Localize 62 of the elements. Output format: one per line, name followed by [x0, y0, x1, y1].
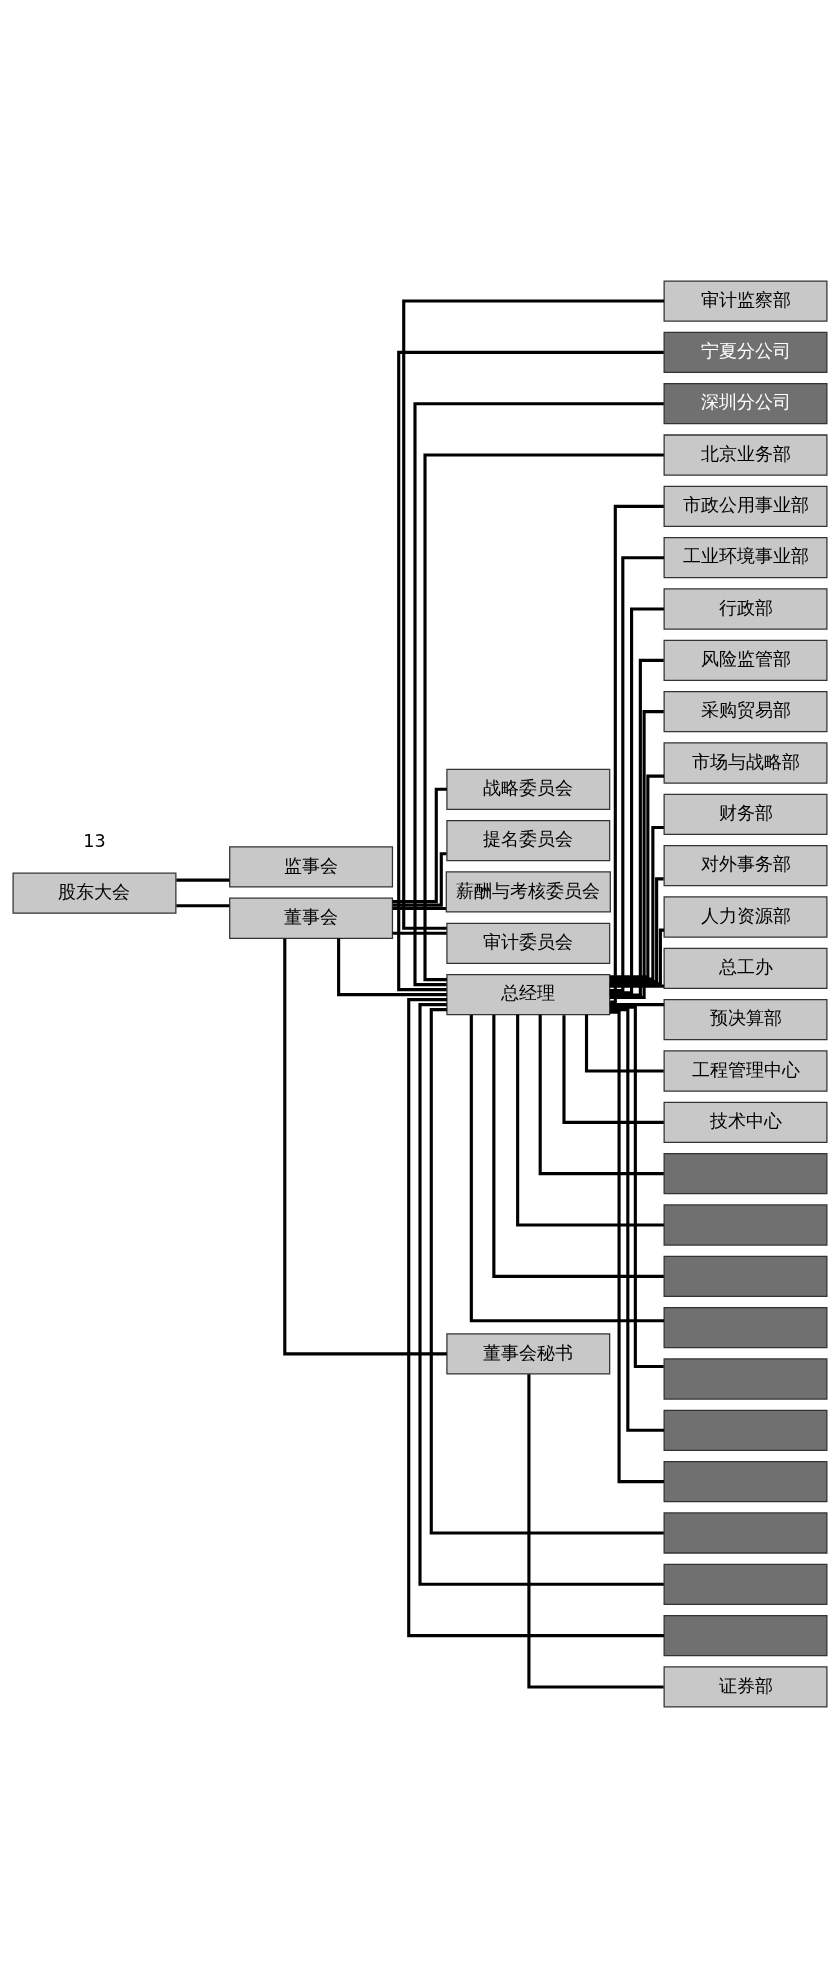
node-box: 证券部 — [663, 1666, 828, 1708]
connector — [609, 1003, 664, 1007]
node-box — [663, 1358, 828, 1400]
node-box: 总工办 — [663, 947, 828, 989]
connector — [176, 878, 230, 882]
connector — [609, 774, 664, 979]
node-box: 技术中心 — [663, 1101, 828, 1143]
connector — [469, 1015, 664, 1323]
connector — [402, 299, 665, 930]
node-box: 对外事务部 — [663, 845, 828, 887]
node-box: 财务部 — [663, 793, 828, 835]
label: 13 — [83, 830, 106, 851]
node-box: 人力资源部 — [663, 896, 828, 938]
node-box: 市政公用事业部 — [663, 485, 828, 527]
node-box — [663, 1255, 828, 1297]
connector — [538, 1014, 664, 1176]
connector — [283, 938, 447, 1356]
connector — [392, 787, 447, 904]
node-box: 工业环境事业部 — [663, 537, 828, 579]
node-box: 北京业务部 — [663, 434, 828, 476]
connector — [516, 1014, 664, 1227]
node-box: 审计监察部 — [663, 280, 828, 322]
connector — [492, 1014, 664, 1278]
node-box — [663, 1307, 828, 1349]
node-box — [663, 1409, 828, 1451]
connector — [609, 877, 664, 984]
node-box: 行政部 — [663, 588, 828, 630]
node-box: 采购贸易部 — [663, 691, 828, 733]
node-box — [663, 1563, 828, 1605]
connector — [562, 1015, 664, 1124]
connector — [337, 938, 447, 997]
node-box — [663, 1204, 828, 1246]
node-box: 股东大会 — [12, 872, 177, 914]
connector — [609, 1005, 664, 1369]
connector — [176, 904, 230, 908]
node-box: 战略委员会 — [446, 768, 611, 810]
node-box: 风险监管部 — [663, 639, 828, 681]
connector — [609, 984, 664, 988]
connector — [610, 825, 664, 981]
node-box: 董事会秘书 — [446, 1333, 611, 1375]
node-box — [663, 1461, 828, 1503]
node-box: 宁夏分公司 — [663, 331, 828, 374]
connector — [527, 1374, 664, 1689]
connector — [610, 710, 664, 999]
node-box: 深圳分公司 — [663, 383, 828, 425]
node-box: 总经理 — [446, 973, 611, 1016]
connector — [392, 852, 447, 907]
node-box: 监事会 — [229, 846, 394, 888]
node-box: 审计委员会 — [446, 922, 611, 964]
node-box — [663, 1153, 828, 1195]
connector — [392, 907, 446, 911]
node-box — [663, 1512, 828, 1554]
node-box: 工程管理中心 — [663, 1050, 828, 1092]
node-box: 市场与战略部 — [663, 742, 828, 784]
node-box: 薪酬与考核委员会 — [445, 871, 611, 913]
connector — [392, 931, 447, 935]
node-box: 预决算部 — [663, 999, 828, 1041]
connector — [609, 928, 665, 986]
connector — [584, 1014, 664, 1073]
node-box — [663, 1614, 828, 1657]
node-box: 提名委员会 — [446, 819, 611, 862]
node-box: 董事会 — [229, 897, 394, 939]
